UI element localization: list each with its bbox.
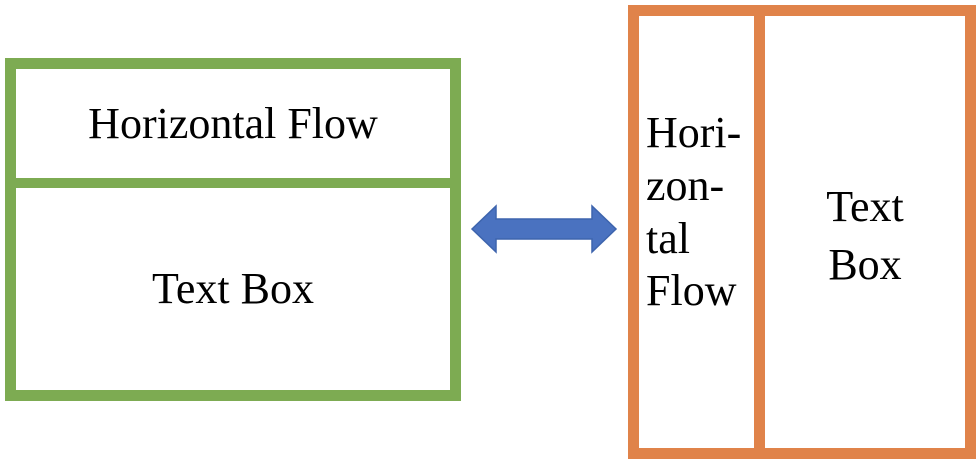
vertical-layout-divider	[754, 5, 765, 459]
vertical-layout-box	[628, 5, 976, 459]
horizontal-flow-label: Horizontal Flow	[88, 98, 378, 148]
left-text-box-label: Text Box	[152, 264, 314, 314]
double-arrow-icon	[470, 204, 618, 254]
right-text-box-label: Text Box	[826, 182, 904, 290]
horizontal-layout-box	[5, 58, 461, 401]
horizontal-layout-divider	[5, 178, 461, 188]
vertical-flow-label: Hori- zon- tal Flow	[646, 108, 742, 316]
